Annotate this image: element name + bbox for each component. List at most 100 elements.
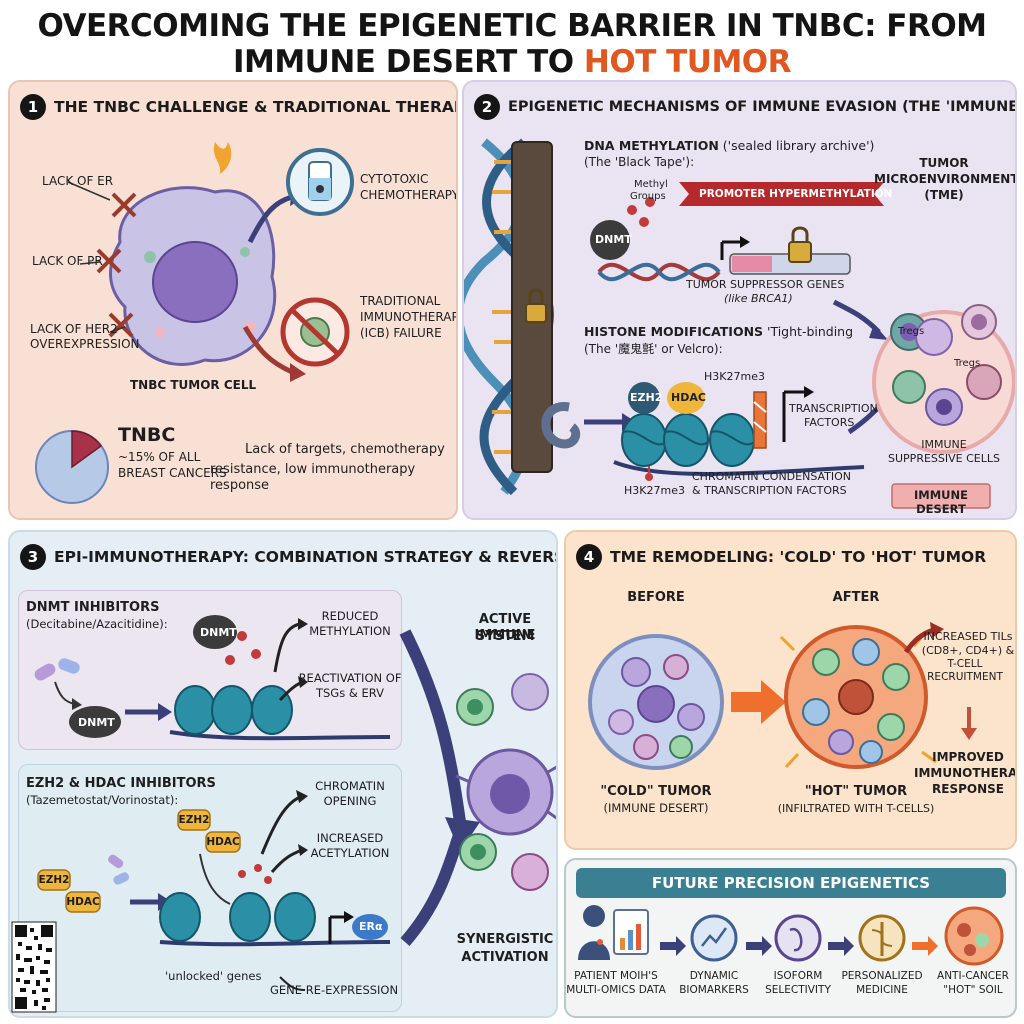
methyl-label-2: Groups — [630, 191, 666, 202]
dna-methylation-bold: DNA METHYLATION — [584, 138, 719, 153]
era-label: ERα — [359, 920, 383, 933]
synergy-arrow — [399, 629, 466, 823]
tnbc-cell-label: TNBC TUMOR CELL — [130, 378, 257, 392]
icb-label-3: (ICB) FAILURE — [360, 326, 442, 340]
arrow-to-icb — [242, 325, 294, 375]
hdac-enzyme — [667, 382, 705, 414]
nucleosome-1 — [621, 413, 667, 467]
hot-tumor-sub: (INFILTRATED WITH T-CELLS) — [777, 802, 935, 815]
chemo-label-2: CHEMOTHERAPY — [360, 188, 458, 202]
tsg-like-label: (like BRCA1) — [724, 292, 793, 305]
title-highlight: HOT TUMOR — [583, 44, 792, 80]
drug-pills-icon — [34, 658, 80, 681]
dnmt-inhibitors-title: DNMT INHIBITORS — [26, 600, 160, 615]
hdac-label-b: HDAC — [66, 896, 100, 908]
qr-code — [11, 921, 57, 1013]
macrophage-2 — [511, 853, 549, 891]
improved-label-3: RESPONSE — [932, 782, 1004, 796]
dna-methylation-rest: ('sealed library archive') — [718, 138, 875, 153]
ezh2-tag-b — [37, 869, 71, 891]
before-label: BEFORE — [627, 590, 685, 605]
histone-rest: 'Tight-binding — [763, 324, 854, 339]
promoter-banner — [679, 182, 884, 206]
tnbc-pie-slice — [71, 430, 103, 469]
step1-label-1: PATIENT MOIH'S — [574, 970, 658, 982]
hdac-label: HDAC — [671, 391, 706, 404]
histone-title: HISTONE MODIFICATIONS 'Tight-binding — [584, 324, 853, 339]
step3-label-1: ISOFORM — [773, 970, 823, 982]
hdac-tag-a — [205, 831, 241, 853]
panel-epi-immunotherapy: 3 EPI-IMMUNOTHERAPY: COMBINATION STRATEG… — [8, 530, 558, 1018]
ezh2-tag-a — [177, 809, 211, 831]
pie-subtitle-1: ~15% OF ALL — [118, 450, 201, 464]
chromatin-label-2: & TRANSCRIPTION FACTORS — [692, 484, 847, 497]
padlock-icon — [525, 303, 547, 323]
chromatin-opening-1: CHROMATIN — [315, 779, 385, 793]
page-title: OVERCOMING THE EPIGENETIC BARRIER IN TNB… — [0, 8, 1024, 80]
black-tape-label: (The 'Black Tape'): — [584, 155, 695, 169]
future-banner-label: FUTURE PRECISION EPIGENETICS — [651, 874, 931, 892]
missing-pr-receptor — [96, 248, 122, 274]
future-pipeline-illustration — [578, 905, 1004, 966]
dnmt-inhibitors-drugs: (Decitabine/Azacitidine): — [26, 617, 168, 631]
tf-label-2: FACTORS — [804, 416, 855, 429]
tf-label-1: TRANSCRIPTION — [789, 402, 878, 415]
ezh2-enzyme — [628, 382, 660, 414]
panel4-number: 4 — [576, 544, 602, 570]
epigenetic-illustration — [464, 138, 1015, 509]
panel4-heading: 4 TME REMODELING: 'COLD' TO 'HOT' TUMOR — [576, 544, 986, 570]
dnmt-enzyme — [590, 220, 630, 260]
panel1-heading: 1 THE TNBC CHALLENGE & TRADITIONAL THERA… — [20, 94, 456, 120]
step5-label-1: ANTI-CANCER — [937, 970, 1009, 982]
improved-label-1: IMPROVED — [932, 750, 1004, 764]
acetylation-label-1: INCREASED — [316, 831, 384, 845]
epi-immunotherapy-illustration — [34, 615, 556, 991]
macrophage-1 — [511, 673, 549, 711]
chemo-label-1: CYTOTOXIC — [360, 172, 429, 186]
promoter-label: PROMOTER HYPERMETHYLATION — [699, 188, 893, 200]
tsg-label: TUMOR SUPPRESSOR GENES — [686, 278, 845, 291]
dnmt-label: DNMT — [595, 233, 632, 246]
tregs-label-1: Tregs — [898, 326, 925, 337]
cold-tumor-label: "COLD" TUMOR — [600, 784, 712, 799]
tils-label-2: (CD8+, CD4+) & — [921, 644, 1015, 657]
patient-icon — [583, 905, 605, 927]
step1-label-2: MULTI-OMICS DATA — [566, 984, 666, 996]
nucleosome-2 — [663, 413, 709, 467]
future-banner — [576, 868, 1006, 898]
hot-soil-icon — [944, 906, 1004, 966]
flame-icon — [213, 142, 232, 174]
reduced-label-1: REDUCED — [321, 609, 379, 623]
panel-future-precision: FUTURE PRECISION EPIGENETICS PATIENT MOI… — [564, 858, 1017, 1018]
lack-her2-label-line1: LACK OF HER2 — [30, 322, 118, 336]
missing-er-receptor — [111, 192, 137, 218]
panel-tnbc-challenge: 1 THE TNBC CHALLENGE & TRADITIONAL THERA… — [8, 80, 458, 520]
acetylation-label-2: ACETYLATION — [310, 846, 390, 860]
dna-methylation-title: DNA METHYLATION ('sealed library archive… — [584, 138, 874, 153]
panel1-heading-text: THE TNBC CHALLENGE & TRADITIONAL THERAPY… — [54, 98, 456, 116]
ezh2-label: EZH2 — [630, 391, 663, 404]
transcription-barrier — [753, 391, 767, 449]
chromatin-opening-2: OPENING — [323, 794, 377, 808]
dnmt-enzyme-bound — [193, 615, 237, 649]
immune-desert-badge — [891, 483, 991, 509]
panel2-heading: 2 EPIGENETIC MECHANISMS OF IMMUNE EVASIO… — [474, 94, 1015, 120]
gene-reexpression-label: GENE RE-EXPRESSION — [270, 983, 399, 997]
step2-label-2: BIOMARKERS — [679, 984, 749, 996]
active-immune-label-2: SYSTEM — [475, 629, 535, 644]
summary-line-2: resistance, low immunotherapy response — [210, 462, 416, 493]
tme-title-1: TUMOR — [919, 156, 969, 170]
biomarker-icon — [690, 914, 738, 962]
ezh2-hdac-inhibitors-drugs: (Tazemetostat/Vorinostat): — [26, 793, 179, 807]
nucleosome-3 — [709, 413, 755, 467]
reactivation-label-1: REACTIVATION OF — [298, 671, 402, 685]
suppressive-cell-2 — [892, 370, 926, 404]
h3k27-top-label: H3K27me3 — [704, 370, 765, 383]
panel3-number: 3 — [20, 544, 46, 570]
treg-cell-2 — [915, 318, 953, 356]
dnmt-label-bound: DNMT — [200, 626, 237, 639]
panel3-heading: 3 EPI-IMMUNOTHERAPY: COMBINATION STRATEG… — [20, 544, 556, 570]
title-main: OVERCOMING THE EPIGENETIC BARRIER IN TNB… — [37, 8, 987, 80]
unlocked-genes-label: 'unlocked' genes — [165, 969, 262, 983]
panel-tme-remodeling: 4 TME REMODELING: 'COLD' TO 'HOT' TUMOR — [564, 530, 1017, 850]
